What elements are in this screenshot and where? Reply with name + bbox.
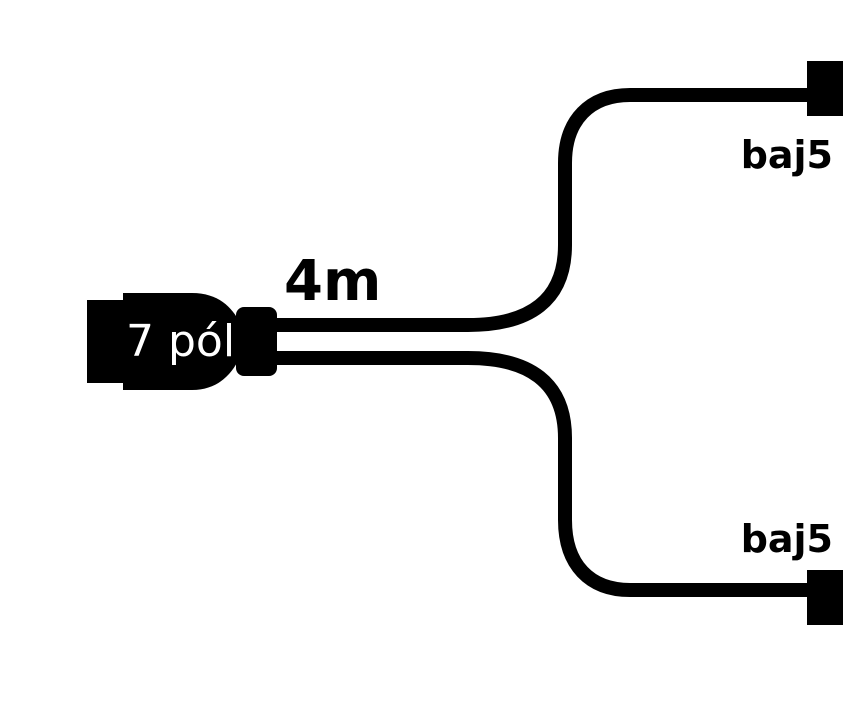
connector-back-block xyxy=(87,300,127,383)
branch-label-lower: baj5 xyxy=(741,517,833,561)
cable-length-label: 4m xyxy=(284,249,381,314)
cables xyxy=(272,88,812,597)
main-connector: 7 pól xyxy=(87,293,277,390)
connector-label: 7 pól xyxy=(126,316,235,367)
branch-connector-lower xyxy=(807,570,843,625)
branch-connector-upper xyxy=(807,61,843,116)
connector-body xyxy=(123,293,240,390)
cable-upper xyxy=(272,88,812,332)
branch-label-upper: baj5 xyxy=(741,133,833,177)
connector-collar xyxy=(236,307,277,376)
cable-lower xyxy=(272,351,812,597)
